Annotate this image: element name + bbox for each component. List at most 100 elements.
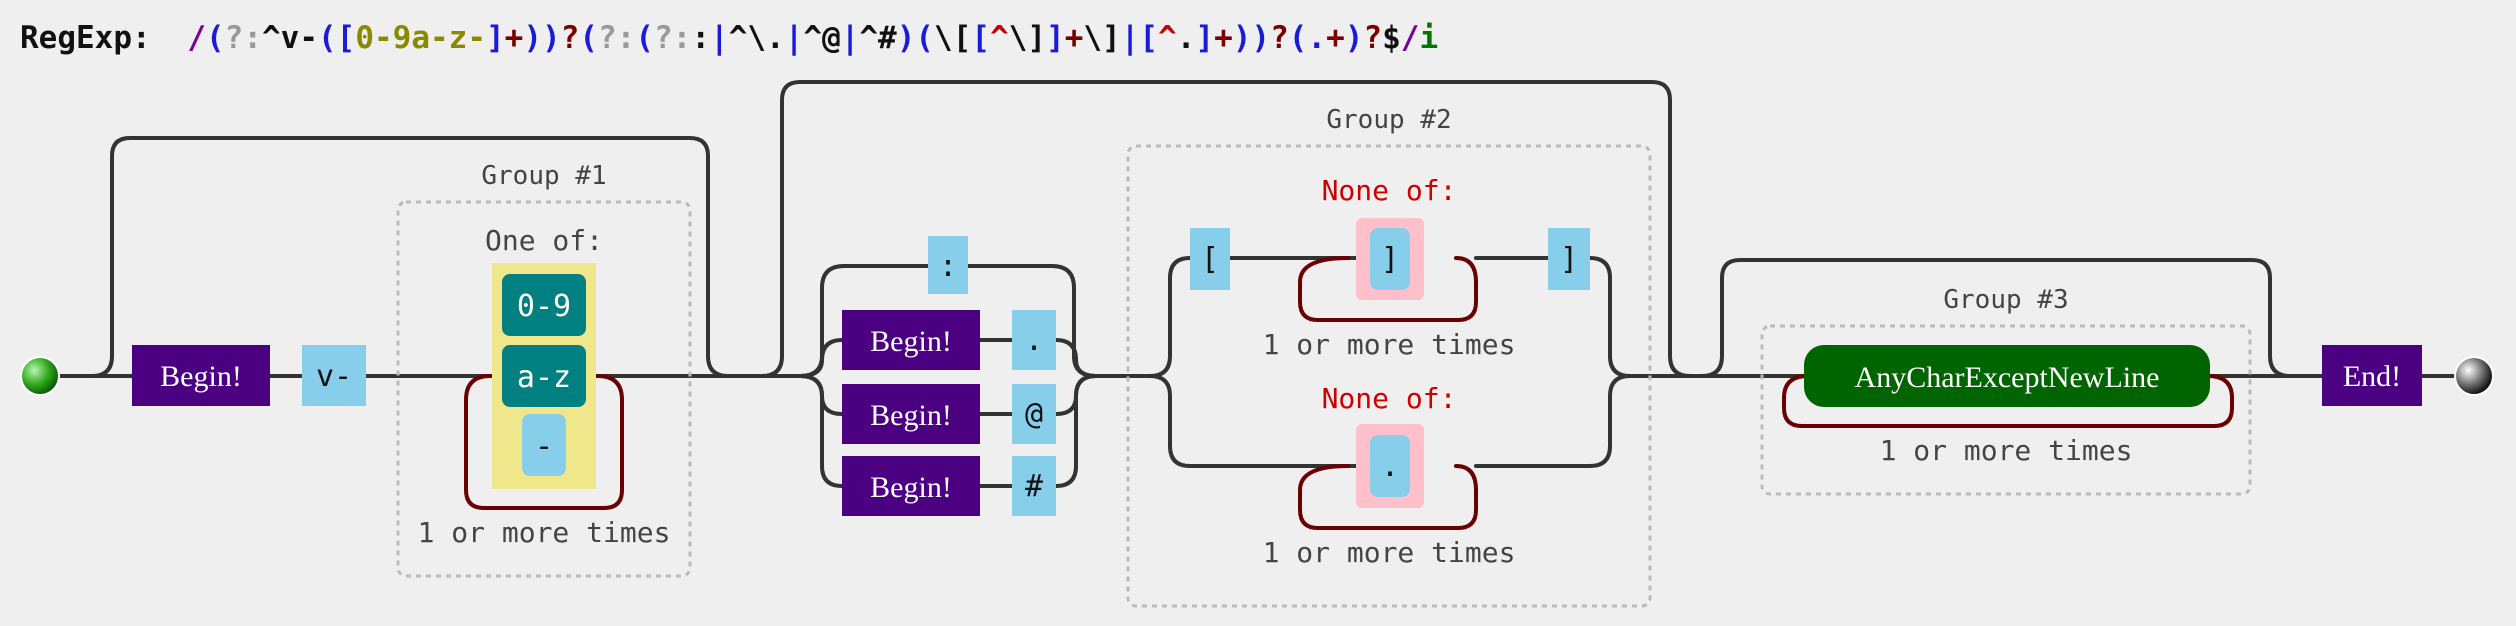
begin-anchor-at[interactable]: Begin! — [842, 384, 980, 444]
none-of-label-2: None of: — [1322, 382, 1457, 415]
range-0-9-label: 0-9 — [517, 289, 571, 324]
any-char-except-newline[interactable]: AnyCharExceptNewLine — [1804, 345, 2210, 407]
regexp-token: 0-9a-z- — [355, 20, 486, 56]
literal-v-dash[interactable]: v- — [302, 345, 366, 406]
regexp-token: + — [1214, 20, 1233, 56]
regexp-token: ( — [635, 20, 654, 56]
regexp-token: : — [691, 20, 710, 56]
regexp-token: ? — [561, 20, 580, 56]
begin-anchor-hash[interactable]: Begin! — [842, 456, 980, 516]
regexp-token: ( — [915, 20, 934, 56]
regexp-token: [ — [337, 20, 356, 56]
regexp-token: \] — [1083, 20, 1120, 56]
literal-close-bracket-label: ] — [1560, 242, 1578, 277]
regexp-token: + — [1065, 20, 1084, 56]
literal-hash[interactable]: # — [1012, 456, 1056, 516]
regexp-token: \] — [1009, 20, 1046, 56]
start-node — [20, 356, 60, 396]
regexp-token: ] — [1046, 20, 1065, 56]
regexp-token: ?: — [225, 20, 262, 56]
regexp-token: ] — [1195, 20, 1214, 56]
regexp-token: | — [841, 20, 860, 56]
literal-open-bracket[interactable]: [ — [1190, 228, 1230, 290]
group-3-repeat-label: 1 or more times — [1880, 434, 2133, 467]
regexp-token: | — [710, 20, 729, 56]
regexp-token: $ — [1382, 20, 1401, 56]
repeat-loops — [464, 256, 2234, 530]
begin-anchor-label: Begin! — [160, 360, 242, 393]
one-of-label: One of: — [485, 224, 603, 257]
charset-dash[interactable]: - — [522, 414, 566, 476]
regexp-token: ^# — [859, 20, 897, 56]
group-1-repeat-label: 1 or more times — [418, 516, 671, 549]
negated-bracket-char-label: ] — [1381, 242, 1399, 277]
regexp-token: ^ — [1158, 20, 1177, 56]
literal-colon-label: : — [939, 249, 957, 284]
none-of-label-1: None of: — [1322, 174, 1457, 207]
begin-anchor[interactable]: Begin! — [132, 345, 270, 406]
group-2-box — [1126, 144, 1652, 608]
range-0-9[interactable]: 0-9 — [502, 274, 586, 336]
begin-anchor-dot-label: Begin! — [870, 325, 952, 358]
regexp-token: ) — [897, 20, 916, 56]
regexp-header: RegExp: /(?:^v-([0-9a-z-]+))?(?:(?::|^\.… — [20, 20, 1438, 56]
regexp-token: ?: — [598, 20, 635, 56]
regexp-prefix: RegExp: — [20, 20, 151, 56]
group-3-label: Group #3 — [1943, 285, 2068, 315]
regexp-token: )) — [523, 20, 560, 56]
regexp-source[interactable]: /(?:^v-([0-9a-z-]+))?(?:(?::|^\.|^@|^#)(… — [187, 20, 1438, 56]
literal-dot-label: . — [1025, 323, 1043, 358]
regexp-token: ( — [579, 20, 598, 56]
literal-at-label: @ — [1025, 397, 1043, 432]
literal-hash-label: # — [1025, 469, 1043, 504]
regexp-token: + — [505, 20, 524, 56]
regexp-token: ? — [1363, 20, 1382, 56]
negated-bracket-set[interactable]: ] — [1356, 218, 1424, 300]
regexp-token: . — [1177, 20, 1196, 56]
end-node — [2454, 356, 2494, 396]
literal-colon[interactable]: : — [928, 236, 968, 294]
literal-at[interactable]: @ — [1012, 384, 1056, 444]
charset-dash-label: - — [535, 429, 553, 464]
begin-anchor-at-label: Begin! — [870, 399, 952, 432]
regexp-token: ( — [1289, 20, 1308, 56]
regexp-token: ^v- — [262, 20, 318, 56]
begin-anchor-dot[interactable]: Begin! — [842, 310, 980, 370]
end-anchor[interactable]: End! — [2322, 345, 2422, 406]
regexp-token: ?: — [654, 20, 691, 56]
range-a-z-label: a-z — [517, 360, 571, 395]
regexp-token: )) — [1233, 20, 1270, 56]
regexp-token: ^\. — [729, 20, 785, 56]
group-1-label: Group #1 — [481, 161, 606, 191]
negated-dot-char-label: . — [1381, 449, 1399, 484]
literal-dot[interactable]: . — [1012, 310, 1056, 370]
regexp-token: ( — [206, 20, 225, 56]
regexp-token: ( — [318, 20, 337, 56]
regexp-token: ) — [1345, 20, 1364, 56]
regexp-token: / — [187, 20, 206, 56]
regexp-token: [ — [1139, 20, 1158, 56]
regexp-token: ] — [486, 20, 505, 56]
regexp-token: / — [1401, 20, 1420, 56]
negated-dot-set[interactable]: . — [1356, 424, 1424, 508]
group-3-box — [1760, 324, 2252, 496]
regexp-token: | — [785, 20, 804, 56]
group-2-repeat-label-2: 1 or more times — [1263, 536, 1516, 569]
literal-close-bracket[interactable]: ] — [1548, 228, 1590, 290]
regexp-token: + — [1326, 20, 1345, 56]
regexp-token: i — [1419, 20, 1438, 56]
group-2-repeat-label-1: 1 or more times — [1263, 328, 1516, 361]
regexp-token: . — [1307, 20, 1326, 56]
literal-open-bracket-label: [ — [1201, 242, 1219, 277]
end-anchor-label: End! — [2343, 360, 2401, 393]
regexp-token: | — [1121, 20, 1140, 56]
group-2-label: Group #2 — [1326, 105, 1451, 135]
range-a-z[interactable]: a-z — [502, 345, 586, 407]
begin-anchor-hash-label: Begin! — [870, 471, 952, 504]
regexp-token: ? — [1270, 20, 1289, 56]
regexp-token: ^ — [990, 20, 1009, 56]
regexp-token: [ — [971, 20, 990, 56]
regexp-token: \[ — [934, 20, 971, 56]
regexp-token: ^@ — [803, 20, 840, 56]
